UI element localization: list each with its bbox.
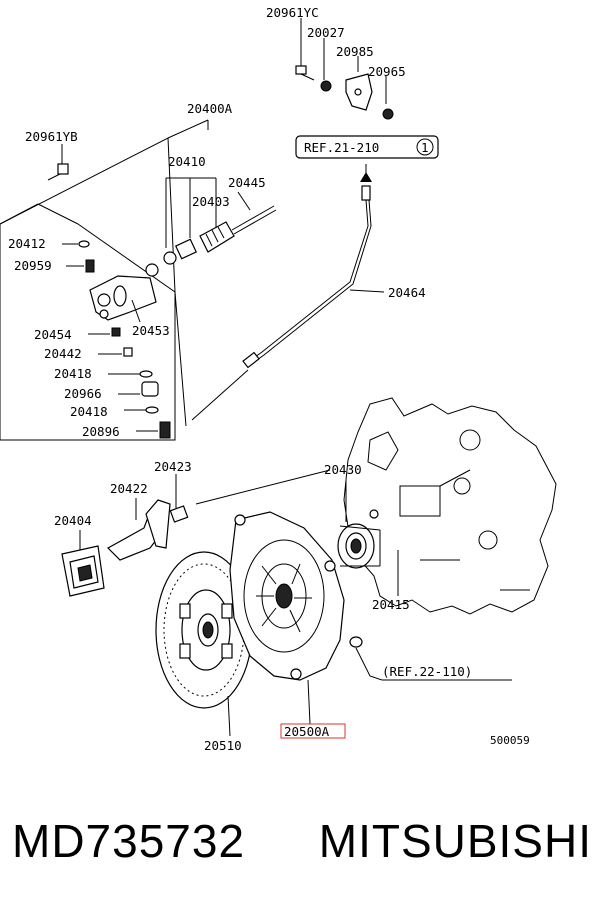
part-number: MD735732: [12, 815, 246, 867]
label-20966: 20966: [64, 386, 102, 401]
label-20445: 20445: [228, 175, 266, 190]
label-20442: 20442: [44, 346, 82, 361]
release-fork-20422: [107, 499, 171, 561]
bolt-20961yc: [295, 65, 315, 81]
label-20418-lower: 20418: [70, 404, 108, 419]
label-20422: 20422: [110, 481, 148, 496]
part-caption: MD735732 MITSUBISHI: [12, 806, 592, 876]
label-20423: 20423: [154, 459, 192, 474]
ref-22-110-text: (REF.22-110): [382, 664, 472, 679]
label-20959: 20959: [14, 258, 52, 273]
transmission-housing: [343, 397, 557, 615]
label-20453: 20453: [132, 323, 170, 338]
clutch-exploded-diagram: 20961YC 20027 20985 20965 REF.21-210 1 2…: [0, 5, 557, 753]
boot-20403: [199, 221, 235, 253]
ref-21-210-circle-number: 1: [421, 140, 429, 155]
label-20403: 20403: [192, 194, 230, 209]
gasket-20418-lower: [145, 406, 159, 414]
label-20412: 20412: [8, 236, 46, 251]
label-20404: 20404: [54, 513, 92, 528]
cylinder-body-20453: [89, 275, 157, 323]
label-20410: 20410: [168, 154, 206, 169]
label-20961yb: 20961YB: [25, 129, 78, 144]
clutch-tube-20464: [242, 185, 372, 369]
seal-20410: [163, 251, 177, 265]
cap-20454: [111, 327, 121, 337]
release-cylinder-box: [0, 119, 209, 441]
bolt-20961yb: [47, 144, 69, 181]
bolt-20896: [159, 421, 171, 439]
dowel-pin: [349, 636, 363, 648]
clip-20415: [369, 509, 379, 519]
label-20418-upper: 20418: [54, 366, 92, 381]
top-bracket-group: [295, 18, 394, 120]
label-20500a: 20500A: [284, 724, 330, 739]
piston-20410: [174, 238, 198, 260]
label-20027: 20027: [307, 25, 345, 40]
label-20400a: 20400A: [187, 101, 233, 116]
label-20430: 20430: [324, 462, 362, 477]
diagram-code: 500059: [490, 734, 530, 747]
brand-name: MITSUBISHI: [318, 815, 592, 867]
clip-20412: [78, 240, 90, 248]
label-20985: 20985: [336, 44, 374, 59]
washer-20027: [320, 80, 332, 92]
label-20965: 20965: [368, 64, 406, 79]
label-20454: 20454: [34, 327, 72, 342]
clutch-disc-20510: [155, 551, 253, 709]
clutch-cover-20500a: [229, 511, 345, 681]
cap-20442: [123, 347, 133, 357]
label-20896: 20896: [82, 424, 120, 439]
nut-20965: [382, 108, 394, 120]
release-bearing-20430: [337, 523, 381, 569]
union-bolt-20966: [141, 381, 159, 397]
push-rod-20445: [231, 191, 277, 235]
highlight-box-20500a: [280, 723, 346, 739]
ref-21-210-text: REF.21-210: [304, 140, 379, 155]
bleeder-20959: [85, 259, 95, 273]
gasket-20418-upper: [139, 370, 153, 378]
label-20415: 20415: [372, 597, 410, 612]
ref-box-21-210: REF.21-210 1: [295, 135, 439, 182]
label-20464: 20464: [388, 285, 426, 300]
label-20961yc: 20961YC: [266, 5, 319, 20]
label-20510: 20510: [204, 738, 242, 753]
fork-boot-20404: [61, 545, 105, 597]
pivot-20423: [169, 505, 189, 523]
